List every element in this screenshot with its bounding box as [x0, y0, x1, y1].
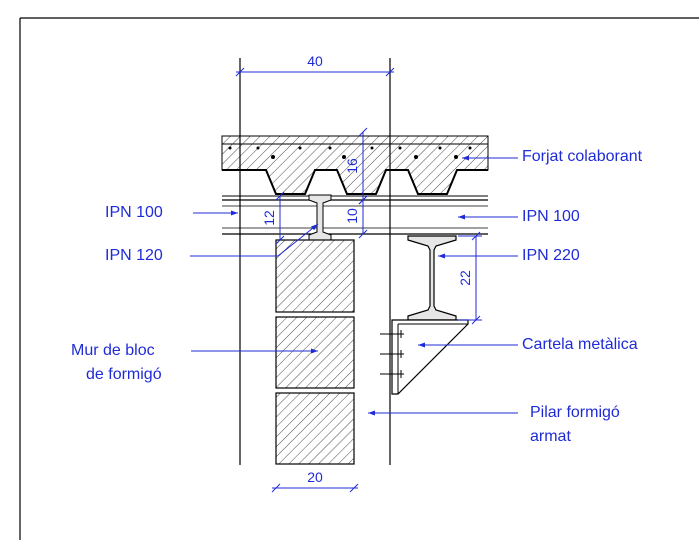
leader-ipn120-b [277, 223, 319, 257]
block-wall [275, 239, 355, 465]
label-pilar-line1: Pilar formigó [530, 404, 620, 421]
label-forjat: Forjat colaborant [522, 148, 643, 165]
dim-ipn100-left-text: 12 [261, 210, 277, 226]
ipn220-section [407, 235, 457, 321]
label-ipn220: IPN 220 [522, 247, 580, 264]
label-cartela: Cartela metàlica [522, 336, 638, 353]
dim-ipn100-right-text: 10 [344, 208, 360, 224]
composite-slab [221, 135, 489, 197]
label-ipn100-right: IPN 100 [522, 208, 580, 225]
label-pilar-line2: armat [530, 428, 571, 445]
dimension-ipn100-right [358, 195, 368, 239]
dimension-ipn220-depth [458, 231, 482, 325]
ipn120-section [308, 194, 332, 241]
label-ipn120: IPN 120 [105, 247, 163, 264]
metal-bracket [380, 319, 469, 395]
dim-slab-depth-text: 16 [344, 158, 360, 174]
label-mur-line1: Mur de bloc [71, 342, 155, 359]
dimension-ipn100-left [275, 191, 285, 245]
dimension-top-width [235, 67, 395, 77]
dim-wall-width-text: 20 [307, 469, 323, 485]
dim-ipn220-depth-text: 22 [457, 270, 473, 286]
dimension-wall-width [271, 483, 359, 493]
ipn100-beam [222, 199, 488, 235]
label-ipn100-left: IPN 100 [105, 204, 163, 221]
dim-top-width-text: 40 [307, 53, 323, 69]
label-mur-line2: de formigó [86, 366, 162, 383]
